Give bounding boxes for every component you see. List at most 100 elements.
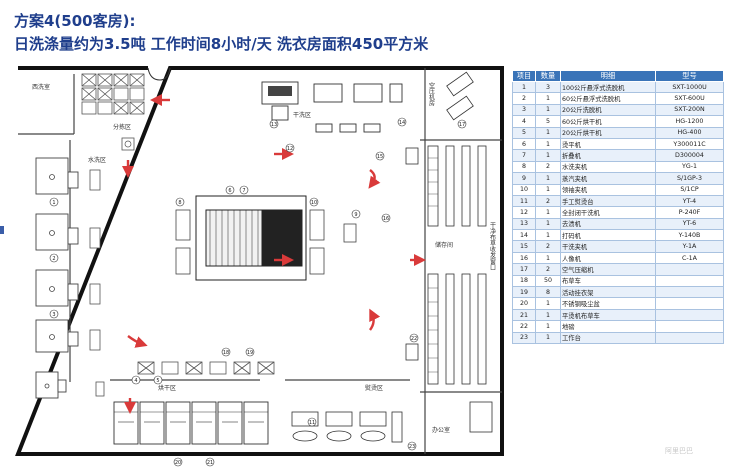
callout-circle: [381, 213, 391, 223]
cell-qty: 1: [535, 217, 561, 231]
room-label-storage: 储存间: [435, 241, 453, 249]
cell-detail: 空气压缩机: [560, 263, 656, 276]
col-detail: 明细: [560, 70, 656, 82]
cell-item: 15: [512, 240, 536, 253]
cell-detail: 折叠机: [560, 149, 656, 162]
cell-item: 12: [512, 206, 536, 219]
cell-model: YT-6: [655, 217, 724, 231]
cell-item: 7: [512, 149, 536, 162]
cell-item: 19: [512, 286, 536, 299]
callout-number: 3: [52, 312, 55, 318]
cell-qty: 1: [535, 137, 561, 151]
cell-detail: 水洗夹机: [560, 160, 656, 174]
cell-qty: 1: [535, 320, 561, 333]
cell-qty: 1: [535, 229, 561, 242]
col-qty: 数量: [535, 70, 561, 82]
cell-model: [655, 297, 724, 310]
room-label-linen-port: 干净布草收发窗口: [489, 222, 496, 271]
callout-number: 23: [409, 444, 415, 450]
callout-number: 16: [383, 216, 389, 222]
cell-model: C-1A: [655, 251, 724, 265]
page-title: 方案4(500客房):: [14, 12, 136, 30]
callout-circle: [225, 185, 235, 195]
cell-detail: 人像机: [560, 251, 656, 265]
cell-qty: 3: [535, 80, 561, 94]
cell-detail: 活动挂衣架: [560, 286, 656, 299]
cell-detail: 去渍机: [560, 217, 656, 231]
callout-circle: [175, 197, 185, 207]
cell-item: 23: [512, 331, 536, 345]
top-bins: [81, 73, 145, 115]
cell-model: [655, 274, 724, 288]
table-header-row: 项目 数量 明细 型号: [512, 70, 724, 82]
cell-item: 20: [512, 297, 536, 310]
room-label-dry-clean: 干洗区: [293, 111, 311, 119]
callout-circle: [351, 209, 361, 219]
room-label-cloth: 西洗室: [32, 83, 50, 91]
callout-circle: [173, 457, 183, 467]
callout-circle: [269, 119, 279, 129]
cell-item: 4: [512, 115, 536, 128]
callout-circle: [221, 347, 231, 357]
cell-detail: 布草车: [560, 274, 656, 288]
callout-number: 18: [223, 350, 229, 356]
cell-model: [655, 308, 724, 322]
callout-number: 17: [459, 122, 465, 128]
cell-detail: 地磅: [560, 320, 656, 333]
callout-number: 22: [411, 336, 417, 342]
cell-qty: 2: [535, 194, 561, 208]
cell-qty: 1: [535, 251, 561, 265]
callout-number: 2: [52, 256, 55, 262]
cell-qty: 1: [535, 206, 561, 219]
cell-detail: 20公斤洗脱机: [560, 103, 656, 117]
watermark: 阿里巴巴: [665, 447, 693, 455]
cell-model: Y300011C: [655, 137, 724, 151]
callout-number: 20: [175, 460, 181, 466]
room-label-drying: 烘干区: [158, 384, 176, 392]
cell-model: [655, 320, 724, 333]
cell-model: YG-1: [655, 160, 724, 174]
cell-model: HG-1200: [655, 115, 724, 128]
cell-qty: 1: [535, 331, 561, 345]
cell-qty: 2: [535, 263, 561, 276]
cell-model: SXT-200N: [655, 103, 724, 117]
cell-detail: 平烫机布草车: [560, 308, 656, 322]
cell-model: HG-400: [655, 126, 724, 139]
cell-item: 9: [512, 172, 536, 185]
cell-detail: 打码机: [560, 229, 656, 242]
callout-number: 21: [207, 460, 213, 466]
cell-detail: 工作台: [560, 331, 656, 345]
callout-circle: [205, 457, 215, 467]
cell-qty: 1: [535, 308, 561, 322]
cell-item: 22: [512, 320, 536, 333]
cell-item: 16: [512, 251, 536, 265]
cell-detail: 60公斤烘干机: [560, 115, 656, 128]
cell-item: 13: [512, 217, 536, 231]
callout-number: 1: [52, 200, 55, 206]
cell-detail: 干洗夹机: [560, 240, 656, 253]
cell-qty: 2: [535, 160, 561, 174]
callout-number: 15: [377, 154, 383, 160]
callout-number: 10: [311, 200, 317, 206]
callout-circle: [397, 117, 407, 127]
room-label-iron: 熨烫区: [365, 384, 383, 392]
cell-qty: 2: [535, 240, 561, 253]
